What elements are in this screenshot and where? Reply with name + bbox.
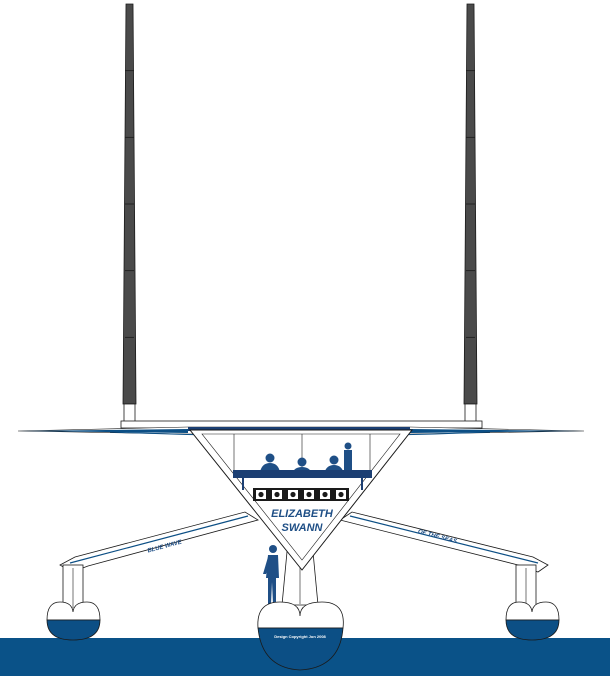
porthole — [274, 491, 280, 498]
deck-beam — [17, 420, 585, 437]
left-outrigger-arm — [59, 511, 259, 611]
left-sail-segment-lines — [125, 70, 134, 338]
right-sail-segment-lines — [466, 70, 475, 338]
porthole — [290, 491, 296, 498]
portholes — [256, 490, 346, 499]
right-outrigger-arm — [339, 511, 549, 611]
porthole — [338, 491, 344, 498]
standing-person — [263, 545, 279, 604]
left-float — [46, 601, 101, 641]
porthole — [322, 491, 328, 498]
console-band — [233, 470, 372, 478]
right-mast-base — [464, 403, 477, 423]
gondola: ELIZABETH SWANN — [188, 429, 414, 571]
porthole-strip — [253, 488, 349, 501]
design-credit: Design Copyright Jon 2008 — [274, 634, 326, 639]
center-hull: Design Copyright Jon 2008 — [257, 601, 344, 671]
porthole — [306, 491, 312, 498]
vessel-name-line2: SWANN — [282, 522, 324, 534]
right-float — [505, 601, 560, 641]
left-wing-sail — [122, 3, 137, 423]
vessel-name-line1: ELIZABETH — [271, 508, 334, 520]
porthole — [258, 491, 264, 498]
left-mast-base — [123, 403, 136, 423]
right-wing-sail — [463, 3, 478, 423]
